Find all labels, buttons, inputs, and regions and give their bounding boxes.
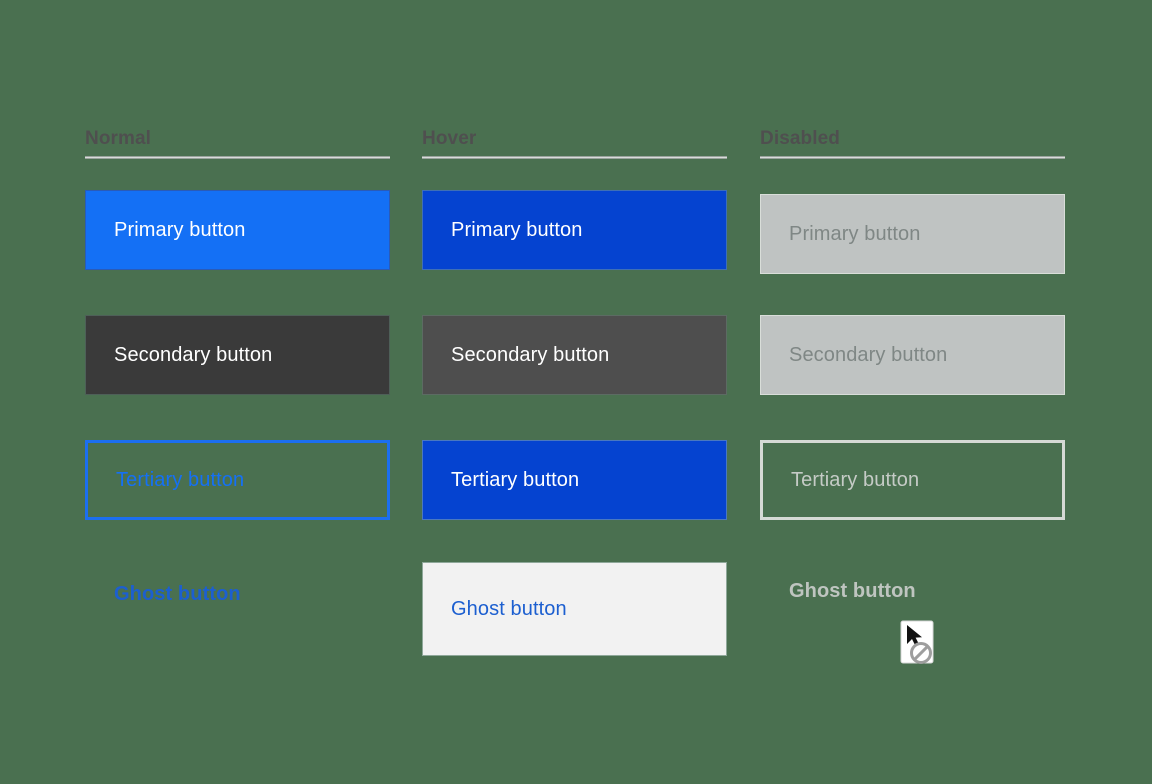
ghost-button-normal[interactable]: Ghost button [85, 568, 390, 620]
row-secondary-normal: Secondary button [85, 315, 390, 395]
row-primary-disabled: Primary button [760, 194, 1065, 274]
row-tertiary-normal: Tertiary button [85, 440, 390, 520]
column-header-hover-rule [422, 156, 727, 159]
tertiary-button-disabled: Tertiary button [760, 440, 1065, 520]
column-header-hover: Hover [422, 128, 727, 159]
secondary-button-disabled: Secondary button [760, 315, 1065, 395]
row-tertiary-hover: Tertiary button [422, 440, 727, 520]
row-primary-normal: Primary button [85, 190, 390, 270]
tertiary-button-hover[interactable]: Tertiary button [422, 440, 727, 520]
primary-button-normal[interactable]: Primary button [85, 190, 390, 270]
column-header-normal: Normal [85, 128, 390, 159]
column-header-normal-label: Normal [85, 128, 152, 149]
column-header-disabled-label: Disabled [760, 128, 840, 149]
row-ghost-disabled: Ghost button [760, 565, 1065, 645]
row-ghost-normal: Ghost button [85, 568, 390, 648]
primary-button-disabled: Primary button [760, 194, 1065, 274]
row-tertiary-disabled: Tertiary button [760, 440, 1065, 520]
column-header-disabled-rule [760, 156, 1065, 159]
row-ghost-hover: Ghost button [422, 562, 727, 656]
primary-button-hover[interactable]: Primary button [422, 190, 727, 270]
row-primary-hover: Primary button [422, 190, 727, 270]
row-secondary-disabled: Secondary button [760, 315, 1065, 395]
row-secondary-hover: Secondary button [422, 315, 727, 395]
tertiary-button-normal[interactable]: Tertiary button [85, 440, 390, 520]
column-header-hover-label: Hover [422, 128, 477, 149]
secondary-button-normal[interactable]: Secondary button [85, 315, 390, 395]
ghost-button-hover[interactable]: Ghost button [422, 562, 727, 656]
column-header-normal-rule [85, 156, 390, 159]
secondary-button-hover[interactable]: Secondary button [422, 315, 727, 395]
ghost-button-disabled: Ghost button [760, 565, 1065, 617]
column-header-disabled: Disabled [760, 128, 1065, 159]
